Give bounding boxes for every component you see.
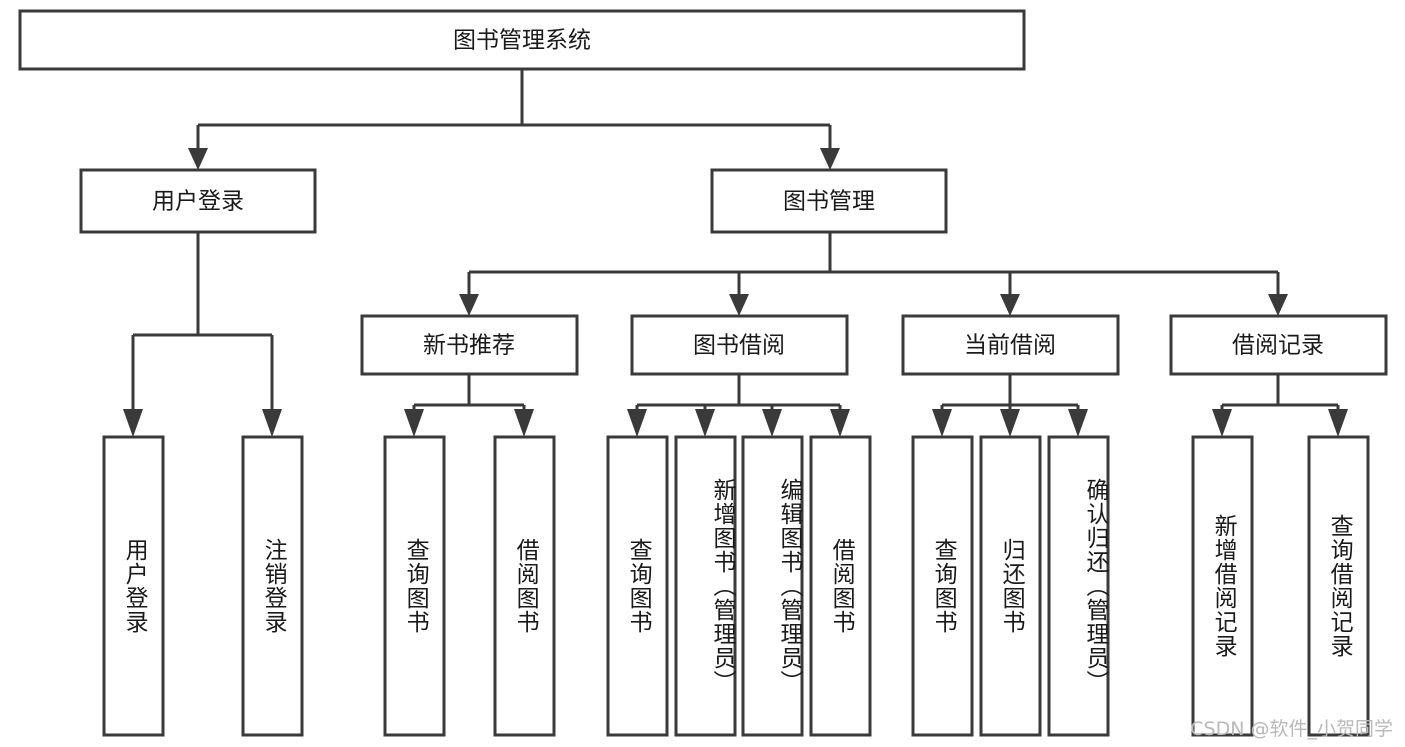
node-new-book-rec-label: 新书推荐 — [423, 333, 515, 359]
node-user-login-box[interactable] — [79, 168, 317, 234]
arrowhead-icon — [729, 294, 749, 316]
node-new-book-rec-box[interactable] — [360, 314, 579, 376]
arrowhead-icon — [1268, 294, 1288, 316]
node-leaf-query-book-1-box[interactable] — [383, 435, 446, 737]
node-leaf-edit-book-box[interactable] — [741, 435, 804, 737]
node-leaf-query-record-box[interactable] — [1307, 435, 1370, 737]
node-leaf-add-record-box[interactable] — [1191, 435, 1254, 737]
arrowhead-icon — [830, 409, 850, 437]
node-root-label: 图书管理系统 — [453, 28, 591, 54]
node-borrow-record-box[interactable] — [1169, 314, 1388, 376]
node-current-borrow-box[interactable] — [901, 314, 1120, 376]
arrowhead-icon — [1328, 409, 1348, 437]
arrowhead-icon — [514, 409, 534, 437]
arrowhead-icon — [459, 294, 479, 316]
node-user-login-label: 用户登录 — [152, 189, 244, 215]
node-leaf-return-book-box[interactable] — [979, 435, 1042, 737]
node-leaf-borrow-book-1-box[interactable] — [493, 435, 556, 737]
node-book-mgmt-box[interactable] — [710, 168, 948, 234]
nodes-layer: 图书管理系统 用户登录 图书管理 新书推荐 图书借阅 当前借阅 借阅记录 — [18, 9, 1388, 737]
node-leaf-query-book-3-box[interactable] — [911, 435, 974, 737]
arrowhead-icon — [762, 409, 782, 437]
node-root-box[interactable] — [18, 9, 1026, 71]
arrowhead-icon — [1000, 409, 1020, 437]
arrowhead-icon — [1000, 294, 1020, 316]
node-leaf-user-login-box[interactable] — [102, 435, 165, 737]
node-leaf-borrow-book-2-box[interactable] — [809, 435, 872, 737]
arrowhead-icon — [262, 409, 282, 437]
arrowheads-layer — [123, 148, 1348, 437]
arrowhead-icon — [1212, 409, 1232, 437]
arrowhead-icon — [404, 409, 424, 437]
arrowhead-icon — [627, 409, 647, 437]
arrowhead-icon — [123, 409, 143, 437]
watermark-text: CSDN @软件_小贺同学 — [1190, 718, 1393, 740]
node-borrow-record-label: 借阅记录 — [1232, 333, 1324, 359]
arrowhead-icon — [932, 409, 952, 437]
node-leaf-confirm-return-box[interactable] — [1047, 435, 1110, 737]
arrowhead-icon — [188, 148, 208, 170]
node-leaf-logout-box[interactable] — [241, 435, 304, 737]
node-book-mgmt-label: 图书管理 — [783, 189, 875, 215]
arrowhead-icon — [695, 409, 715, 437]
node-leaf-query-book-2-box[interactable] — [606, 435, 669, 737]
node-book-borrow-label: 图书借阅 — [693, 333, 785, 359]
arrowhead-icon — [820, 148, 840, 170]
node-current-borrow-label: 当前借阅 — [964, 333, 1056, 359]
arrowhead-icon — [1068, 409, 1088, 437]
node-leaf-add-book-box[interactable] — [674, 435, 737, 737]
node-book-borrow-box[interactable] — [630, 314, 849, 376]
